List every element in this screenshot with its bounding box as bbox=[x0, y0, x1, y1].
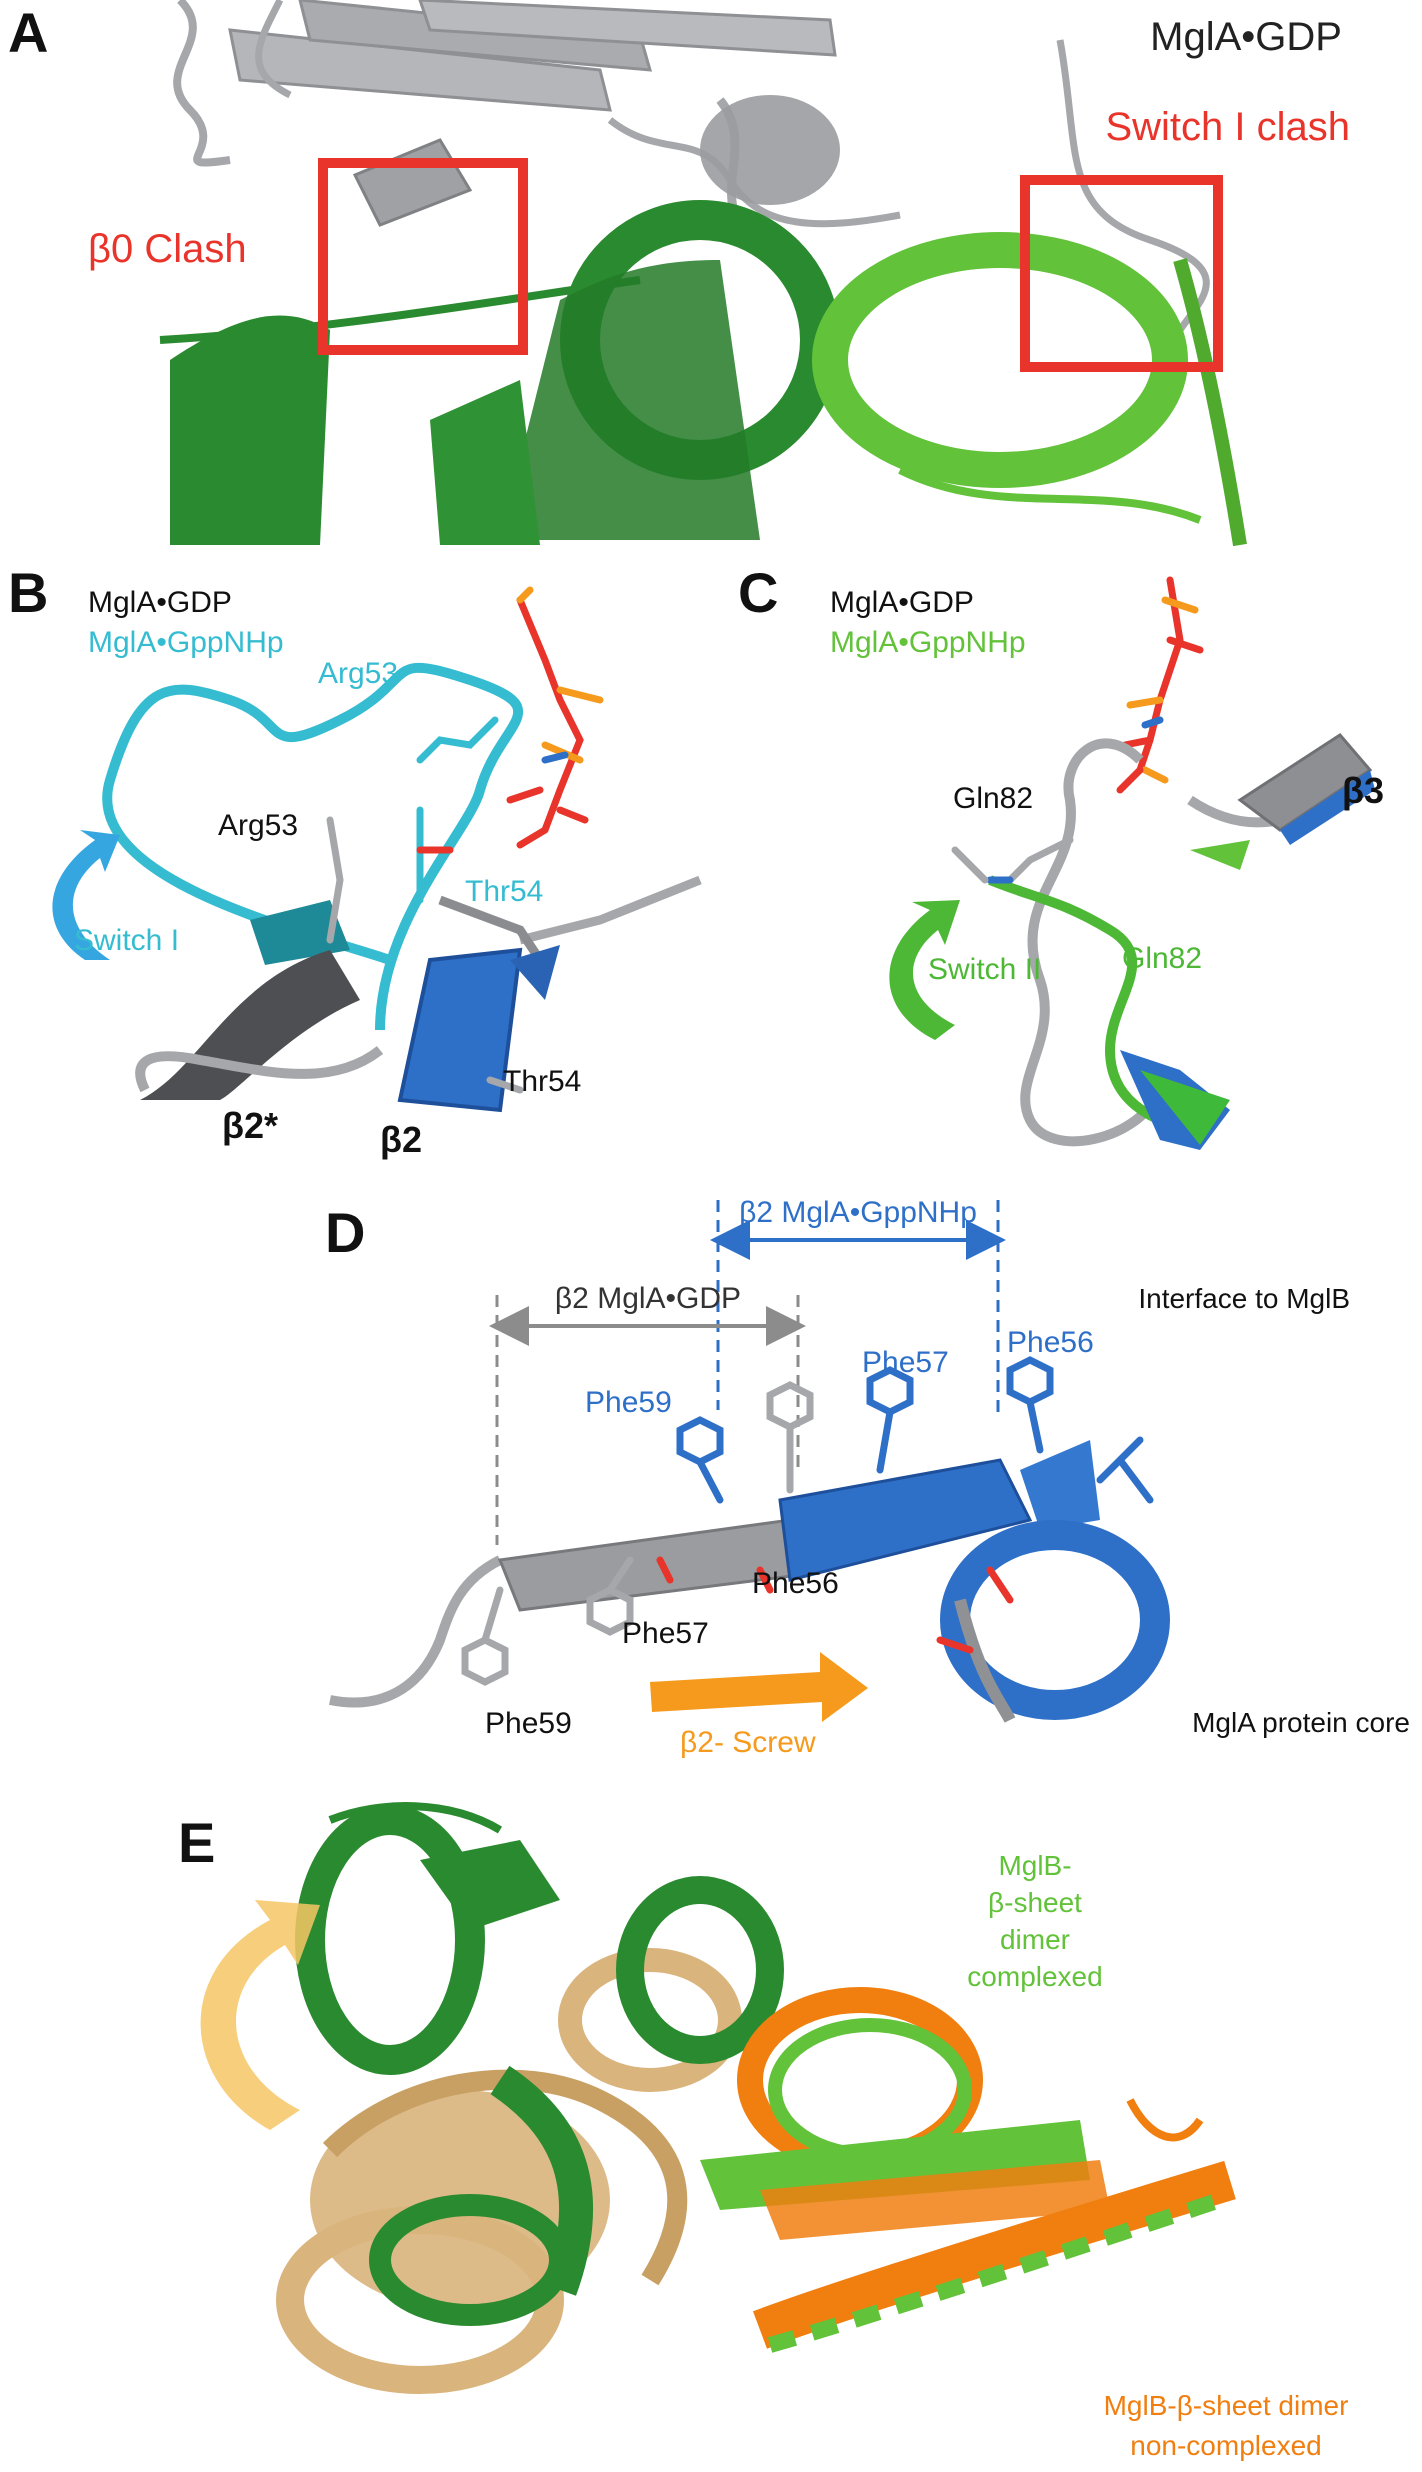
noncomplexed-line-2: non-complexed bbox=[1130, 2430, 1321, 2461]
noncomplexed-label: MglB-β-sheet dimer non-complexed bbox=[1104, 2390, 1349, 2461]
phe56-blue-label: Phe56 bbox=[1007, 1326, 1094, 1359]
panel-e-structure bbox=[200, 1802, 1236, 2394]
gln82-green-label: Gln82 bbox=[1122, 942, 1202, 975]
panel-d-letter: D bbox=[325, 1201, 365, 1264]
thr54-cyan-label: Thr54 bbox=[465, 875, 543, 908]
complexed-line-2: β-sheet bbox=[988, 1887, 1082, 1918]
panel-b-legend-gpp: MglA•GppNHp bbox=[88, 626, 284, 659]
phe59-blue-label: Phe59 bbox=[585, 1386, 672, 1419]
panel-d-structure bbox=[329, 1356, 1170, 1723]
arg53-cyan-label: Arg53 bbox=[318, 657, 398, 690]
beta2-gpp-label: β2 MglA•GppNHp bbox=[739, 1196, 977, 1229]
beta2-gdp-label: β2 MglA•GDP bbox=[555, 1282, 741, 1315]
panel-c-legend-gdp: MglA•GDP bbox=[830, 586, 974, 619]
panel-a-title: MglA•GDP bbox=[1150, 15, 1342, 59]
beta0-clash-box bbox=[318, 158, 528, 355]
screw-arrow bbox=[650, 1652, 868, 1722]
panel-b-legend-gdp: MglA•GDP bbox=[88, 586, 232, 619]
panel-b-structure bbox=[52, 586, 702, 1113]
panel-a-letter: A bbox=[8, 1, 48, 64]
panel-a: A MglA•GDP Swi bbox=[8, 0, 1350, 547]
rotation-arrow bbox=[200, 1900, 320, 2130]
panel-e: E MglB- β-sheet bbox=[178, 1802, 1349, 2461]
beta2-label: β2 bbox=[380, 1119, 422, 1160]
panel-c: C MglA•GDP MglA•GppNHp bbox=[738, 561, 1384, 1150]
interface-label: Interface to MglB bbox=[1138, 1283, 1350, 1314]
beta2star-label: β2* bbox=[222, 1105, 278, 1146]
complexed-line-3: dimer bbox=[1000, 1924, 1070, 1955]
complexed-line-4: complexed bbox=[967, 1961, 1102, 1992]
panel-d: D β2 MglA•GppNHp β2 MglA•GDP Interface t… bbox=[325, 1196, 1410, 1759]
panel-c-structure bbox=[889, 576, 1375, 1150]
switch1-label: Switch I bbox=[74, 924, 179, 957]
switch1-clash-box bbox=[1020, 175, 1223, 372]
screw-label: β2- Screw bbox=[680, 1726, 816, 1759]
panel-e-letter: E bbox=[178, 1811, 215, 1874]
phe56-gray-label: Phe56 bbox=[752, 1567, 839, 1600]
panel-c-letter: C bbox=[738, 561, 778, 624]
noncomplexed-line-1: MglB-β-sheet dimer bbox=[1104, 2390, 1349, 2421]
complexed-label: MglB- β-sheet dimer complexed bbox=[967, 1850, 1102, 1992]
phe59-gray-label: Phe59 bbox=[485, 1707, 572, 1740]
beta0-clash-label: β0 Clash bbox=[88, 227, 247, 271]
arg53-gray-label: Arg53 bbox=[218, 809, 298, 842]
panel-b: B MglA•GDP MglA•GppNHp bbox=[8, 561, 702, 1160]
phe57-gray-label: Phe57 bbox=[622, 1617, 709, 1650]
complexed-line-1: MglB- bbox=[998, 1850, 1071, 1881]
panel-c-legend-gpp: MglA•GppNHp bbox=[830, 626, 1026, 659]
beta3-label: β3 bbox=[1342, 770, 1384, 811]
core-label: MglA protein core bbox=[1192, 1707, 1410, 1738]
switch1-clash-label: Switch I clash bbox=[1105, 105, 1350, 149]
thr54-gray-label: Thr54 bbox=[503, 1065, 581, 1098]
switch2-label: Switch II bbox=[928, 953, 1041, 986]
gln82-gray-label: Gln82 bbox=[953, 782, 1033, 815]
phe57-blue-label: Phe57 bbox=[862, 1346, 949, 1379]
panel-b-letter: B bbox=[8, 561, 48, 624]
panel-a-structure bbox=[159, 0, 1247, 547]
